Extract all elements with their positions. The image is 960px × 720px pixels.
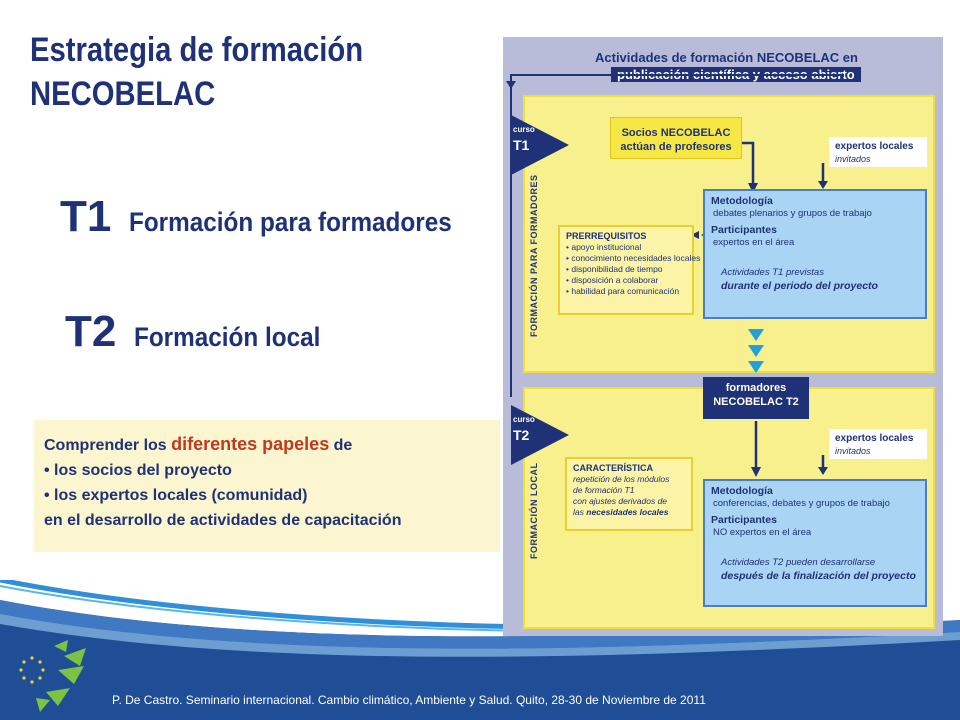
section-t2-code: T2	[65, 307, 117, 356]
roles-closing: en el desarrollo de actividades de capac…	[44, 512, 402, 529]
t1-socios-line2: actúan de profesores	[620, 141, 732, 153]
t2-curso-label: curso	[513, 415, 535, 424]
caracteristica-last-line: las necesidades locales	[573, 507, 685, 518]
t1-actividades-bold: durante el periodo del proyecto	[721, 279, 878, 292]
t1-metodologia-text: debates plenarios y grupos de trabajo	[713, 207, 872, 219]
t2-side-label: FORMACIÓN LOCAL	[529, 462, 539, 560]
t2-participantes-label: Participantes	[711, 514, 777, 526]
t1-side-label: FORMACIÓN PARA FORMADORES	[529, 174, 539, 338]
t1-expertos-sub: invitados	[835, 154, 871, 164]
section-t2-label: Formación local	[134, 322, 321, 352]
caracteristica-line: de formación T1	[573, 485, 635, 495]
t1-participantes-text: expertos en el área	[713, 236, 795, 248]
prerequisito-item: • disponibilidad de tiempo	[566, 264, 663, 274]
prerequisito-item: • conocimiento necesidades locales	[566, 253, 701, 263]
footer-citation: P. De Castro. Seminario internacional. C…	[112, 693, 706, 707]
section-t2-heading: T2 Formación local	[65, 307, 341, 357]
roles-box: Comprender los diferentes papeles de • l…	[34, 420, 500, 552]
necobelac-logo-icon	[16, 640, 86, 712]
slide-title: Estrategia de formación NECOBELAC	[30, 28, 363, 116]
roles-intro-line: Comprender los diferentes papeles de	[44, 432, 490, 458]
caracteristica-line: repetición de los módulos	[573, 474, 670, 484]
t2-methodology-box: Metodología conferencias, debates y grup…	[703, 479, 927, 607]
t2-metodologia-text: conferencias, debates y grupos de trabaj…	[713, 497, 890, 509]
t1-prerequisitos-box: PRERREQUISITOS • apoyo institucional • c…	[558, 225, 701, 315]
prerequisito-item: • disposición a colaborar	[566, 275, 659, 285]
t1-curso-label: curso	[513, 125, 535, 134]
caracteristica-last-bold: necesidades locales	[586, 507, 669, 517]
t2-expertos-title: expertos locales	[835, 433, 914, 444]
t1-metodologia-label: Metodología	[711, 195, 773, 207]
t1-curso-code: T1	[513, 137, 530, 153]
prerequisito-item: • habilidad para comunicación	[566, 286, 680, 296]
t2-expertos-box: expertos locales invitados	[829, 429, 927, 459]
t2-participantes-text: NO expertos en el área	[713, 526, 812, 538]
t1-socios-line1: Socios NECOBELAC	[621, 127, 731, 139]
roles-bullet: • los expertos locales (comunidad)	[44, 487, 308, 504]
t2-actividades-note: Actividades T2 pueden desarrollarse	[721, 557, 876, 568]
section-t1-heading: T1 Formación para formadores	[60, 192, 488, 242]
section-t1-label: Formación para formadores	[129, 207, 453, 237]
formadores-line1: formadores	[725, 382, 787, 394]
formadores-line2: NECOBELAC T2	[713, 396, 799, 408]
slide-title-line1: Estrategia de formación	[30, 31, 364, 69]
roles-intro-end: de	[333, 437, 353, 454]
caracteristica-heading: CARACTERÍSTICA	[573, 463, 653, 473]
t1-participantes-label: Participantes	[711, 224, 777, 236]
diagram: Actividades de formación NECOBELAC en pu…	[503, 37, 943, 636]
t1-expertos-title: expertos locales	[835, 141, 914, 152]
t1-methodology-box: Metodología debates plenarios y grupos d…	[703, 189, 927, 319]
t2-actividades-bold: después de la finalización del proyecto	[721, 569, 916, 582]
formadores-box: formadores NECOBELAC T2	[703, 377, 809, 419]
roles-highlight: diferentes papeles	[171, 434, 330, 454]
caracteristica-line: con ajustes derivados de	[573, 496, 668, 506]
t2-caracteristica-box: CARACTERÍSTICA repetición de los módulos…	[565, 457, 693, 531]
t2-expertos-sub: invitados	[835, 446, 871, 456]
section-t1-code: T1	[60, 192, 112, 241]
prerequisitos-heading: PRERREQUISITOS	[566, 231, 647, 241]
t1-socios-box: Socios NECOBELAC actúan de profesores	[610, 117, 742, 159]
diagram-title-line1: Actividades de formación NECOBELAC en	[595, 50, 858, 65]
t2-metodologia-label: Metodología	[711, 485, 773, 497]
roles-bullet: • los socios del proyecto	[44, 462, 232, 479]
t1-expertos-box: expertos locales invitados	[829, 137, 927, 167]
caracteristica-last-prefix: las	[573, 507, 584, 517]
t1-actividades-note: Actividades T1 previstas	[721, 267, 824, 278]
t2-curso-code: T2	[513, 427, 530, 443]
diagram-connectors	[506, 74, 844, 571]
prerequisito-item: • apoyo institucional	[566, 242, 642, 252]
slide-title-line2: NECOBELAC	[30, 75, 216, 113]
roles-intro: Comprender los	[44, 437, 167, 454]
